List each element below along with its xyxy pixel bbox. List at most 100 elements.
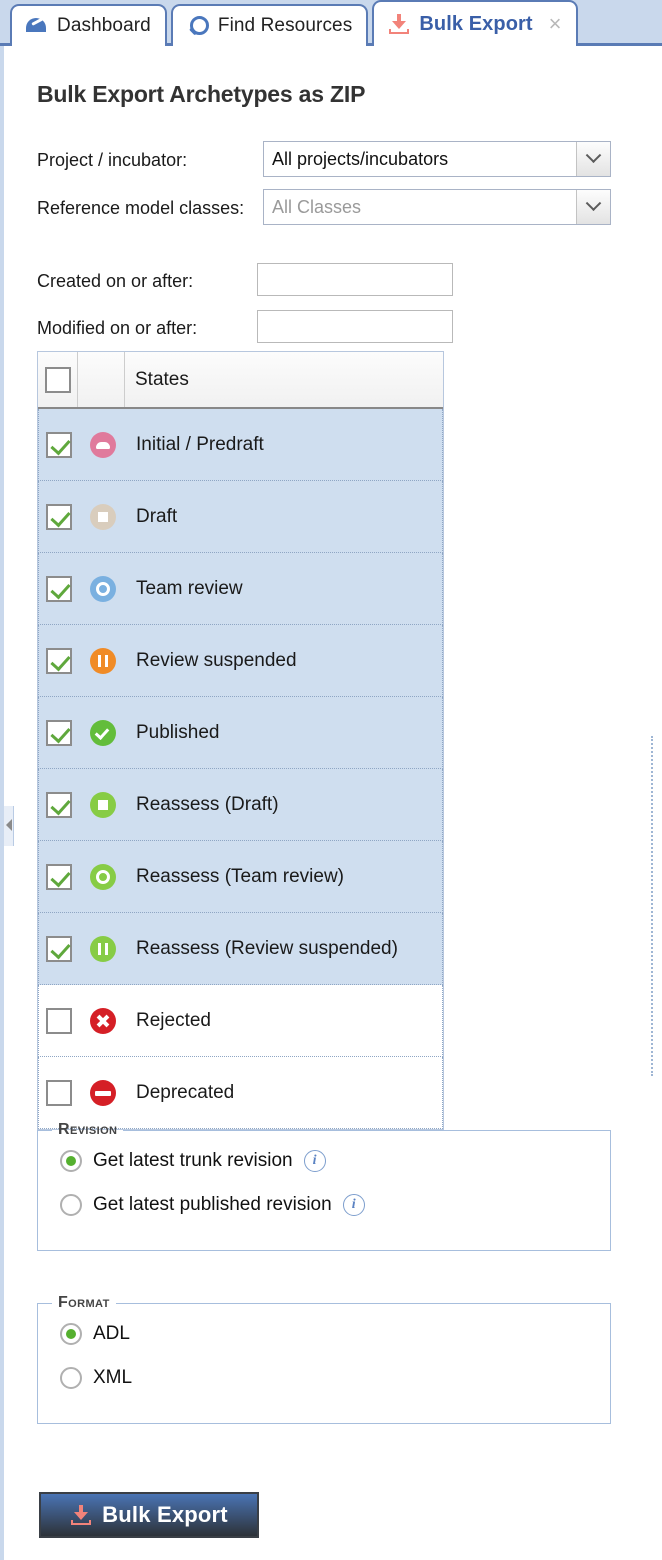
state-checkbox[interactable] xyxy=(46,1079,72,1106)
state-checkbox[interactable] xyxy=(46,575,72,602)
revision-trunk-radio[interactable] xyxy=(60,1150,82,1172)
format-xml-radio[interactable] xyxy=(60,1367,82,1389)
state-checkbox[interactable] xyxy=(46,791,72,818)
state-checkbox[interactable] xyxy=(46,863,72,890)
modified-date-input[interactable] xyxy=(257,310,453,343)
state-badge-cell xyxy=(79,575,126,602)
format-adl-label: ADL xyxy=(93,1323,130,1344)
states-table-row[interactable]: Initial / Predraft xyxy=(38,409,443,481)
download-tray-icon xyxy=(70,1504,92,1526)
states-table-header: States xyxy=(38,352,443,409)
states-table-row[interactable]: Draft xyxy=(38,481,443,553)
state-checkbox-cell[interactable] xyxy=(39,719,79,746)
format-option-adl[interactable]: ADL xyxy=(38,1312,610,1356)
info-icon[interactable]: i xyxy=(342,1194,365,1216)
magnifier-icon xyxy=(187,15,209,37)
bulk-export-button-label: Bulk Export xyxy=(102,1502,228,1527)
state-checkbox-cell[interactable] xyxy=(39,1007,79,1034)
info-icon[interactable]: i xyxy=(303,1150,326,1172)
state-checkbox-cell[interactable] xyxy=(39,791,79,818)
modified-label: Modified on or after: xyxy=(37,318,198,338)
state-label: Deprecated xyxy=(136,1081,235,1103)
chevron-down-icon[interactable] xyxy=(576,190,610,224)
state-checkbox-cell[interactable] xyxy=(39,575,79,602)
revision-fieldset: Revision Get latest trunk revision i Get… xyxy=(37,1121,611,1251)
close-icon[interactable]: × xyxy=(548,11,562,36)
format-fieldset: Format ADL XML xyxy=(37,1294,611,1424)
page-body: Bulk Export Archetypes as ZIP Project / … xyxy=(0,46,662,1560)
refmodel-select[interactable]: All Classes xyxy=(263,189,611,225)
created-date-input[interactable] xyxy=(257,263,453,296)
page-title: Bulk Export Archetypes as ZIP xyxy=(37,81,366,107)
refmodel-select-value: All Classes xyxy=(272,196,362,217)
revision-published-radio[interactable] xyxy=(60,1194,82,1216)
state-label: Initial / Predraft xyxy=(136,433,264,455)
tab-bar: Dashboard Find Resources Bulk Export × xyxy=(0,0,662,46)
format-option-xml[interactable]: XML xyxy=(38,1356,610,1400)
gauge-icon xyxy=(26,15,48,37)
state-label: Draft xyxy=(136,505,178,527)
tab-find-resources[interactable]: Find Resources xyxy=(170,4,369,46)
revision-published-label: Get latest published revision xyxy=(93,1194,332,1215)
state-checkbox-cell[interactable] xyxy=(39,431,79,458)
created-label: Created on or after: xyxy=(37,271,194,291)
state-badge-cell xyxy=(79,863,126,890)
states-table-row[interactable]: Review suspended xyxy=(38,625,443,697)
state-checkbox[interactable] xyxy=(46,719,72,746)
pause-lightgreen-icon xyxy=(89,935,116,962)
pause-orange-icon xyxy=(89,647,116,674)
select-all-cell[interactable] xyxy=(38,352,78,407)
state-label: Reassess (Review suspended) xyxy=(136,937,398,959)
state-checkbox-cell[interactable] xyxy=(39,647,79,674)
states-table-row[interactable]: Rejected xyxy=(38,985,443,1057)
state-badge-cell xyxy=(79,791,126,818)
state-badge-cell xyxy=(79,1079,126,1106)
revision-trunk-label: Get latest trunk revision xyxy=(93,1150,293,1171)
revision-option-published[interactable]: Get latest published revision i xyxy=(38,1183,610,1227)
state-checkbox[interactable] xyxy=(46,935,72,962)
bulk-export-button[interactable]: Bulk Export xyxy=(39,1492,259,1538)
states-table-row[interactable]: Reassess (Team review) xyxy=(38,841,443,913)
states-table-row[interactable]: Reassess (Review suspended) xyxy=(38,913,443,985)
state-checkbox-cell[interactable] xyxy=(39,935,79,962)
refmodel-label: Reference model classes: xyxy=(37,198,245,218)
select-all-checkbox[interactable] xyxy=(44,366,71,393)
state-label: Review suspended xyxy=(136,649,297,671)
state-badge-cell xyxy=(79,647,126,674)
state-label: Reassess (Draft) xyxy=(136,793,279,815)
state-badge-cell xyxy=(79,503,126,530)
state-checkbox[interactable] xyxy=(46,503,72,530)
state-checkbox-cell[interactable] xyxy=(39,863,79,890)
format-adl-radio[interactable] xyxy=(60,1323,82,1345)
tab-bulk-export[interactable]: Bulk Export × xyxy=(372,0,578,46)
project-select[interactable]: All projects/incubators xyxy=(263,141,611,177)
project-label: Project / incubator: xyxy=(37,150,188,170)
states-table-row[interactable]: Reassess (Draft) xyxy=(38,769,443,841)
refresh-blue-icon xyxy=(89,575,116,602)
state-checkbox[interactable] xyxy=(46,1007,72,1034)
sidebar-collapse-handle[interactable] xyxy=(4,806,14,846)
states-column-header: States xyxy=(135,368,189,390)
panel-resize-rail[interactable] xyxy=(651,736,657,1076)
chevron-down-icon[interactable] xyxy=(576,142,610,176)
format-xml-label: XML xyxy=(93,1367,133,1388)
cloud-pink-icon xyxy=(89,431,116,458)
square-tan-icon xyxy=(89,503,116,530)
state-checkbox-cell[interactable] xyxy=(39,1079,79,1106)
state-checkbox[interactable] xyxy=(46,647,72,674)
states-table-row[interactable]: Team review xyxy=(38,553,443,625)
state-label: Reassess (Team review) xyxy=(136,865,344,887)
x-red-icon xyxy=(89,1007,116,1034)
states-table-row[interactable]: Published xyxy=(38,697,443,769)
download-tray-icon xyxy=(388,13,410,35)
state-badge-cell xyxy=(79,719,126,746)
tab-dashboard[interactable]: Dashboard xyxy=(10,4,167,46)
state-checkbox[interactable] xyxy=(46,431,72,458)
revision-option-trunk[interactable]: Get latest trunk revision i xyxy=(38,1139,610,1183)
tab-find-resources-label: Find Resources xyxy=(217,15,353,36)
minus-red-icon xyxy=(89,1079,116,1106)
state-checkbox-cell[interactable] xyxy=(39,503,79,530)
state-label: Team review xyxy=(136,577,243,599)
states-table-row[interactable]: Deprecated xyxy=(38,1057,443,1129)
